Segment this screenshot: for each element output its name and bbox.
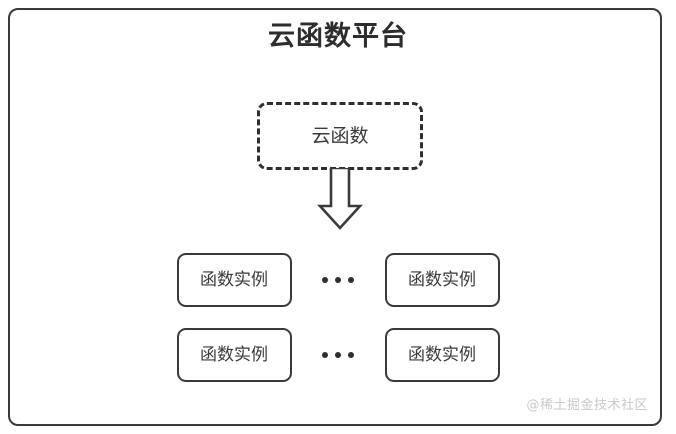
ellipsis-dot [335,277,341,283]
function-instance-label: 函数实例 [200,344,268,365]
function-instance-label: 函数实例 [408,344,476,365]
ellipsis-dot [335,352,341,358]
ellipsis-dot [322,352,328,358]
ellipsis-icon [292,352,385,358]
function-instance-box: 函数实例 [384,328,500,382]
function-instance-box: 函数实例 [176,328,292,382]
down-block-arrow-icon [312,166,368,230]
ellipsis-dot [322,277,328,283]
cloud-function-label: 云函数 [311,124,369,147]
cloud-function-node: 云函数 [257,102,423,170]
ellipsis-dot [348,352,354,358]
ellipsis-icon [292,277,385,283]
function-instance-label: 函数实例 [200,269,268,290]
watermark: @稀土掘金技术社区 [526,398,648,413]
function-instance-box: 函数实例 [176,253,292,307]
ellipsis-dot [348,277,354,283]
page-title: 云函数平台 [268,21,408,52]
function-instance-label: 函数实例 [408,269,476,290]
instance-row-1: 函数实例 函数实例 [0,252,676,308]
instance-row-2: 函数实例 函数实例 [0,327,676,383]
function-instance-box: 函数实例 [384,253,500,307]
